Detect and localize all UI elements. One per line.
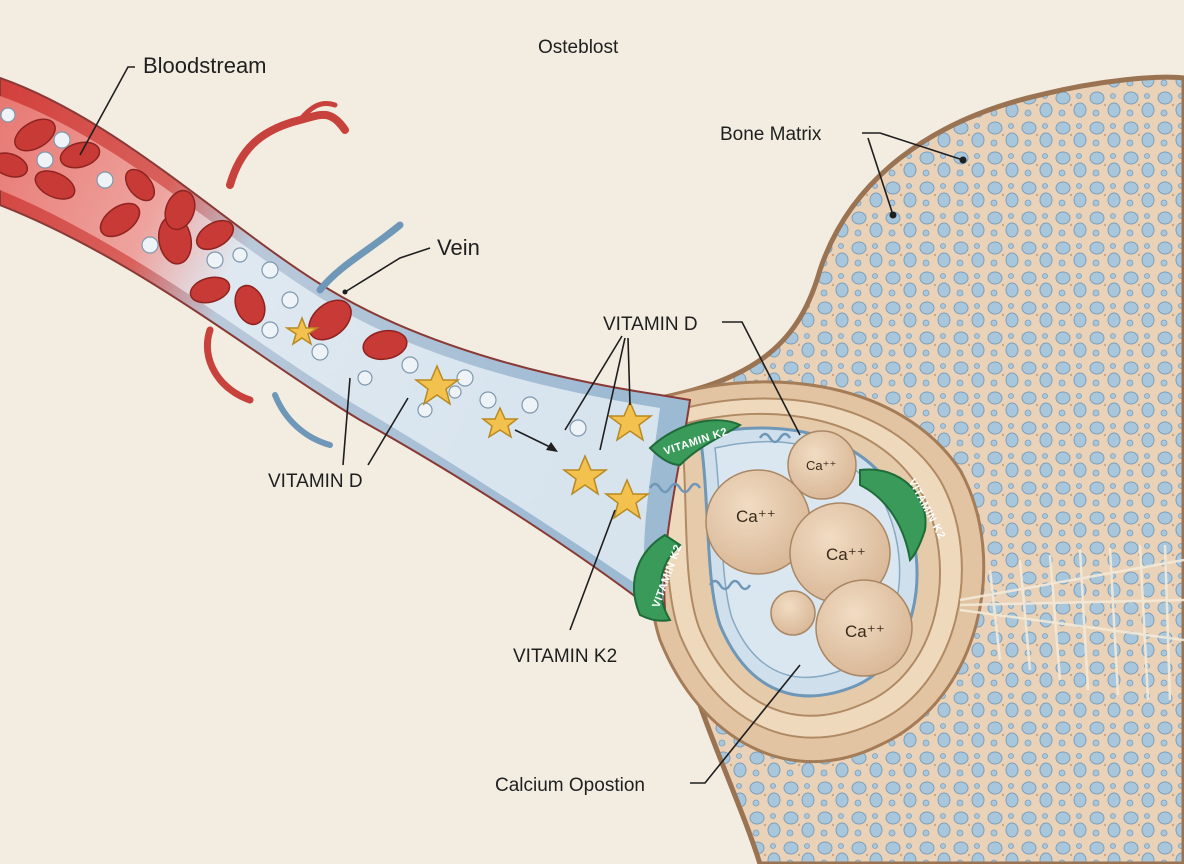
protein-squiggles	[648, 432, 792, 591]
vitamin-d-label-top: VITAMIN D	[603, 314, 698, 335]
transport-arrow	[514, 429, 558, 452]
vitamin-d-leader-2	[599, 337, 626, 451]
vitamin-k2-leader	[569, 509, 616, 631]
bone-fibers	[959, 544, 1184, 701]
calcium-deposition-leader	[690, 664, 801, 784]
labels: Bloodstream Osteblost Bone Matrix Vein V…	[143, 37, 822, 796]
calcium-ion-label: Ca⁺⁺	[806, 458, 836, 473]
vitamin-d-leader-1	[564, 335, 623, 431]
calcium-sphere-bottom	[815, 579, 913, 677]
osteoblast-label: Osteblost	[538, 37, 619, 58]
blood-vessel	[0, 76, 692, 612]
red-blood-cells	[0, 118, 408, 361]
leader-lines	[79, 66, 967, 784]
calcium-ions: Ca⁺⁺ Ca⁺⁺ Ca⁺⁺ Ca⁺⁺	[705, 430, 913, 677]
vitamin-d-molecules	[284, 315, 654, 520]
bloodstream-label: Bloodstream	[143, 53, 267, 78]
calcium-ion-label: Ca⁺⁺	[736, 507, 776, 526]
calcium-sphere-small	[787, 430, 857, 500]
bone-matrix-label: Bone Matrix	[720, 124, 822, 145]
vein-leader	[344, 247, 431, 293]
bloodstream-leader	[79, 66, 135, 156]
bone-matrix-leader-1	[862, 132, 964, 161]
mineral-particles	[0, 107, 587, 437]
vitamin-d-left-leader-2	[367, 397, 409, 466]
calcium-sphere-tiny	[770, 590, 816, 636]
calcium-deposition-label: Calcium Opostion	[495, 775, 645, 796]
vitamin-d-leader-3	[627, 337, 631, 406]
vitamin-d-leader-right	[722, 321, 801, 436]
vitamin-k2-label: VITAMIN K2	[513, 646, 617, 667]
vein-label: Vein	[437, 235, 480, 260]
calcium-ion-label: Ca⁺⁺	[845, 622, 885, 641]
calcium-ion-label: Ca⁺⁺	[826, 545, 866, 564]
vitamin-d-left-leader-1	[342, 377, 351, 466]
vitamin-d-label-left: VITAMIN D	[268, 471, 363, 492]
bone-matrix-leader-2	[867, 137, 894, 216]
